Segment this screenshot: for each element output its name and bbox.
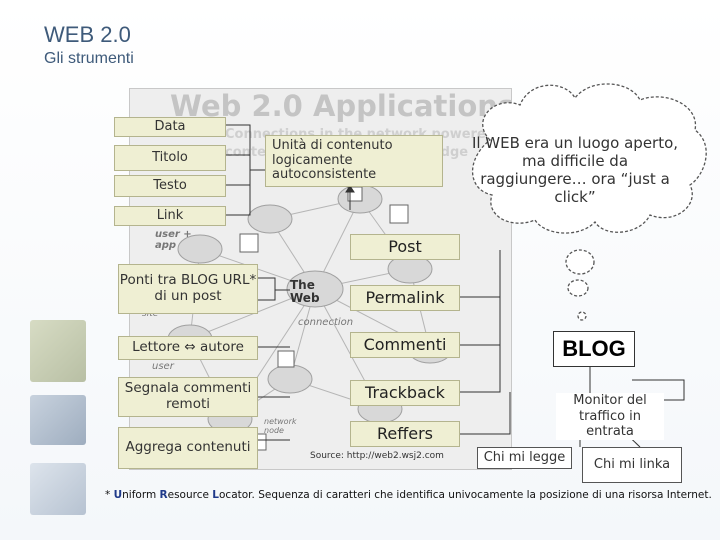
feature-commenti: Commenti <box>350 332 460 358</box>
footnote-niform: niform <box>122 489 160 501</box>
footnote-l: L <box>212 489 219 501</box>
tool-ponti-blog: Ponti tra BLOG URL* di un post <box>118 264 258 314</box>
decor-square <box>30 395 86 445</box>
footnote-star: * <box>105 489 111 501</box>
decor-square <box>30 320 86 382</box>
monitor-traffic: Monitor del traffico in entrata <box>556 393 664 440</box>
footnote-u: U <box>113 489 123 501</box>
the-web-note: The Web <box>290 278 320 306</box>
feature-trackback: Trackback <box>350 380 460 406</box>
feature-post: Post <box>350 234 460 260</box>
footnote-esource: esource <box>167 489 213 501</box>
connection-note: connection <box>298 317 354 328</box>
page-title: WEB 2.0 <box>44 22 131 47</box>
url-footnote: * Uniform Resource Locator. Sequenza di … <box>105 489 712 501</box>
decor-square <box>30 463 86 515</box>
label-link: Link <box>114 206 226 226</box>
tool-aggrega-contenuti: Aggrega contenuti <box>118 427 258 469</box>
footnote-text: . Sequenza di caratteri che identifica u… <box>251 489 712 501</box>
label-testo: Testo <box>114 175 226 197</box>
footnote-r: R <box>159 489 168 501</box>
diagram-title: Web 2.0 Applications: <box>170 89 512 123</box>
footnote-ocator: ocator <box>219 489 252 501</box>
user-app-note: user + app <box>155 229 192 251</box>
feature-permalink: Permalink <box>350 285 460 311</box>
chi-mi-legge: Chi mi legge <box>477 447 572 469</box>
page-subtitle: Gli strumenti <box>44 50 134 67</box>
user-note: user <box>152 361 174 372</box>
site-note: site <box>142 309 159 319</box>
tool-lettore-autore: Lettore ⇔ autore <box>118 336 258 360</box>
feature-reffers: Reffers <box>350 421 460 447</box>
label-titolo: Titolo <box>114 145 226 171</box>
diagram-source: Source: http://web2.wsj2.com <box>310 451 444 461</box>
label-data: Data <box>114 117 226 137</box>
content-unit-note: Unità di contenuto logicamente autoconsi… <box>265 135 443 187</box>
tool-segnala-commenti: Segnala commenti remoti <box>118 377 258 417</box>
chi-mi-linka: Chi mi linka <box>582 447 682 483</box>
thought-text: Il WEB era un luogo aperto, ma difficile… <box>471 134 679 206</box>
blog-label: BLOG <box>553 331 635 367</box>
network-node-note: network node <box>264 417 297 435</box>
